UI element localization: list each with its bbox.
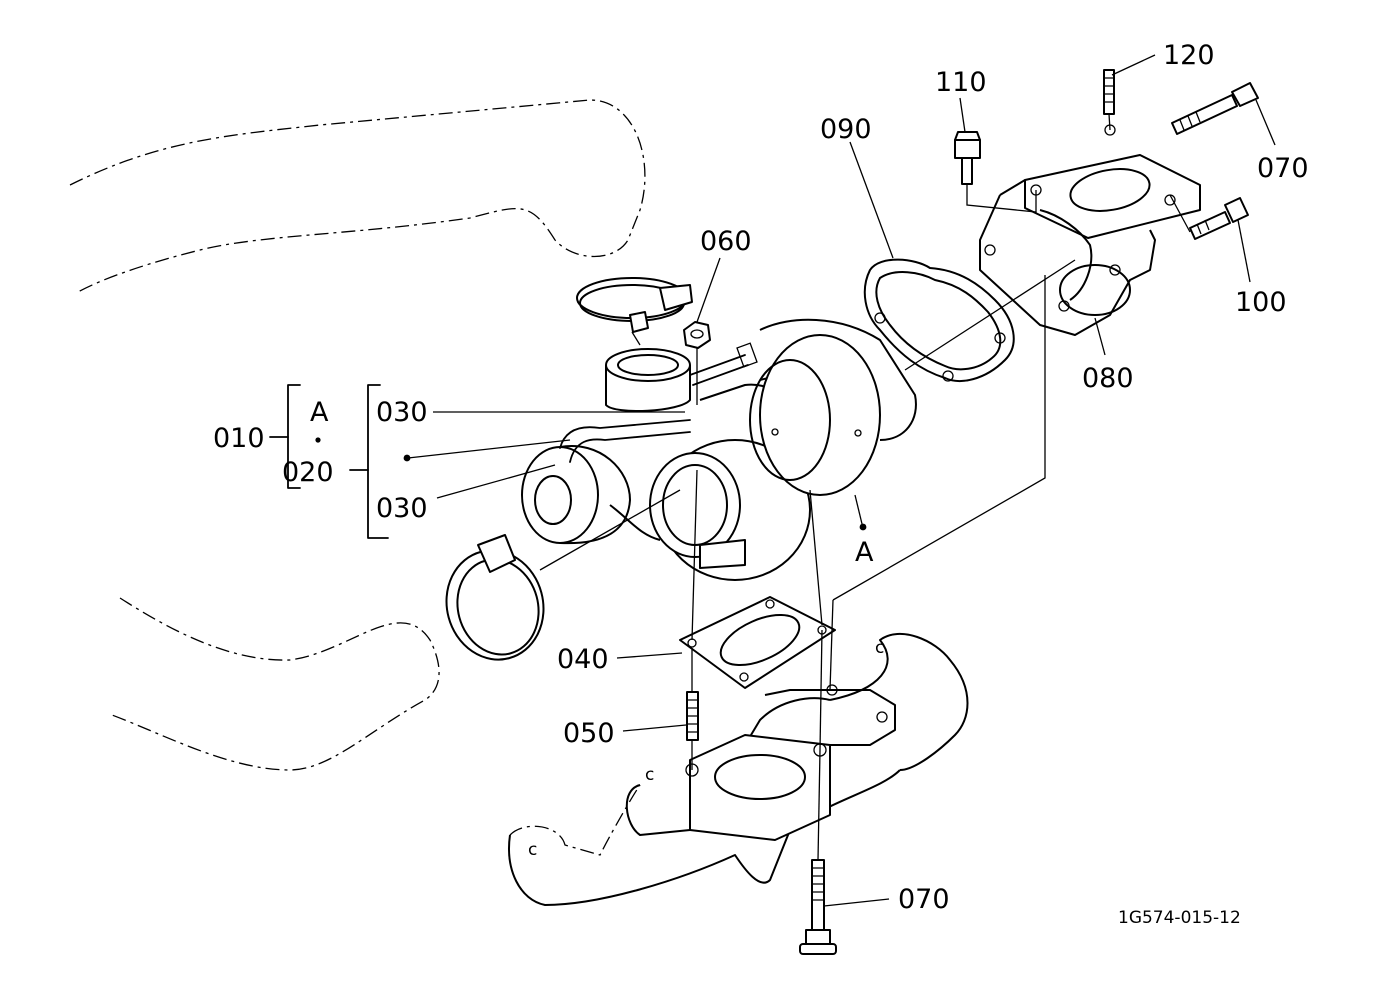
- phantom-outlet-pipe: [111, 597, 440, 771]
- leader-lines: [269, 54, 1276, 907]
- label-a-marker: A: [855, 537, 874, 568]
- label-060: 060: [700, 226, 752, 257]
- stud-050: [686, 691, 699, 741]
- svg-text:c: c: [528, 840, 537, 860]
- gasket-040: [679, 596, 836, 689]
- label-030-lower: 030: [376, 493, 428, 524]
- svg-text:c: c: [645, 765, 654, 785]
- phantom-intake-pipe: [69, 99, 646, 293]
- gasket-090: [863, 258, 1015, 382]
- upper-hose-clamp: [576, 277, 693, 333]
- exhaust-manifold: c c c: [508, 632, 969, 906]
- label-010: 010: [213, 423, 265, 454]
- label-050: 050: [563, 718, 615, 749]
- label-a-bracket: A: [310, 397, 329, 428]
- label-090: 090: [820, 114, 872, 145]
- label-120: 120: [1163, 40, 1215, 71]
- label-030-upper: 030: [376, 397, 428, 428]
- label-070-lower: 070: [898, 884, 950, 915]
- label-070-upper: 070: [1257, 153, 1309, 184]
- drawing-code: 1G574-015-12: [1118, 908, 1241, 928]
- svg-text:c: c: [875, 638, 884, 658]
- bolt-070-upper: [1171, 82, 1259, 135]
- label-110: 110: [935, 67, 987, 98]
- stud-120: [1103, 69, 1115, 115]
- nut-060: [683, 321, 711, 349]
- label-080: 080: [1082, 363, 1134, 394]
- label-040: 040: [557, 644, 609, 675]
- assembly-centerlines: [539, 113, 1191, 861]
- exhaust-elbow-080: [979, 124, 1201, 336]
- bolt-110: [954, 131, 981, 185]
- label-020: 020: [282, 457, 334, 488]
- label-100: 100: [1235, 287, 1287, 318]
- bolt-070-lower: [799, 859, 837, 955]
- lower-hose-clamp: [445, 534, 545, 661]
- bolt-100: [1189, 197, 1249, 240]
